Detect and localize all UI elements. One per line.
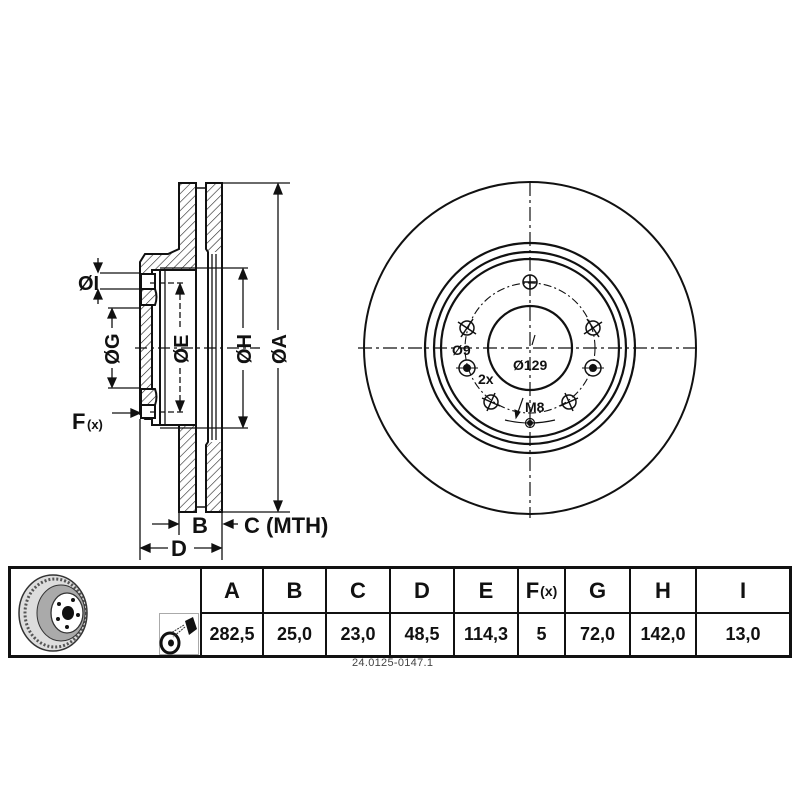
header-f-suffix: (x) — [540, 582, 558, 599]
col-i: I 13,0 — [697, 569, 789, 655]
header-g: G — [566, 569, 629, 614]
section-dimensions — [92, 182, 290, 560]
label-dia-i: ØI — [78, 273, 99, 295]
section-view — [139, 182, 223, 513]
label-dia-h: ØH — [234, 334, 256, 364]
label-pcd: Ø129 — [513, 357, 547, 373]
value-i: 13,0 — [725, 624, 761, 644]
value-d: 48,5 — [404, 624, 440, 644]
header-i: I — [697, 569, 789, 614]
col-b: B 25,0 — [264, 569, 327, 655]
col-f: F(x) 5 — [519, 569, 566, 655]
col-d: D 48,5 — [391, 569, 455, 655]
label-d: D — [171, 536, 187, 560]
header-h: H — [631, 569, 695, 614]
label-f: F — [72, 409, 85, 434]
front-view — [358, 181, 698, 518]
value-f: 5 — [536, 624, 547, 644]
value-b: 25,0 — [276, 624, 313, 644]
value-h: 142,0 — [640, 624, 686, 644]
part-number: 24.0125-0147.1 — [352, 657, 434, 669]
label-b: B — [192, 513, 208, 538]
col-e: E 114,3 — [455, 569, 519, 655]
header-b: B — [264, 569, 325, 614]
header-a: A — [202, 569, 262, 614]
label-dia-g: ØG — [102, 333, 124, 364]
label-c-mth: C (MTH) — [244, 513, 328, 538]
label-dia-a: ØA — [269, 334, 291, 364]
brake-disc-thumbnail-icon — [18, 574, 88, 652]
label-dia-e: ØE — [171, 335, 193, 364]
col-h: H 142,0 — [631, 569, 697, 655]
header-f-label: F — [525, 577, 540, 603]
header-e: E — [455, 569, 517, 614]
spec-table: A 282,5 B 25,0 C 23,0 D 48,5 E 114,3 F(x… — [8, 566, 792, 658]
label-count: 2x — [478, 371, 494, 387]
col-g: G 72,0 — [566, 569, 631, 655]
header-d: D — [391, 569, 453, 614]
label-f-suffix: (x) — [87, 417, 103, 432]
spray-coating-icon — [159, 613, 199, 655]
technical-drawing: ØI ØG ØE ØH ØA F (x) B C (MTH) D — [72, 181, 698, 560]
spec-columns: A 282,5 B 25,0 C 23,0 D 48,5 E 114,3 F(x… — [202, 569, 789, 655]
value-g: 72,0 — [579, 624, 616, 644]
value-a: 282,5 — [209, 624, 255, 644]
col-c: C 23,0 — [327, 569, 391, 655]
value-e: 114,3 — [463, 624, 509, 644]
label-thread: M8 — [525, 399, 545, 415]
col-a: A 282,5 — [202, 569, 264, 655]
value-c: 23,0 — [340, 624, 376, 644]
label-bolt-hole: Ø9 — [452, 342, 471, 358]
thumbnail-cell — [11, 569, 202, 655]
header-f: F(x) — [519, 569, 564, 614]
header-c: C — [327, 569, 389, 614]
